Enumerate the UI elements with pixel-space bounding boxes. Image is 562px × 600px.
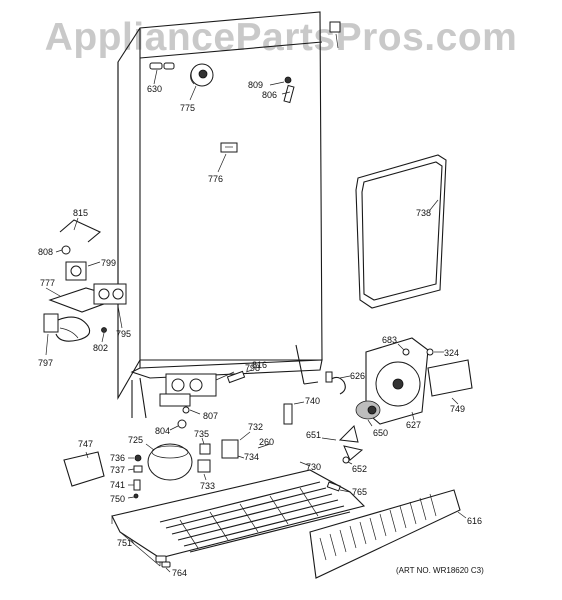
part-747-cover-icon xyxy=(63,451,105,487)
callout-683: 683 xyxy=(382,335,397,345)
part-324-icon xyxy=(426,348,444,356)
callout-764: 764 xyxy=(172,568,187,578)
part-732-relay-icon xyxy=(221,431,251,459)
callout-626: 626 xyxy=(350,371,365,381)
part-808-icon xyxy=(55,245,71,255)
callout-808: 808 xyxy=(38,247,53,257)
callout-737: 737 xyxy=(110,465,125,475)
callout-738: 738 xyxy=(416,208,431,218)
callout-740: 740 xyxy=(305,396,320,406)
callout-802: 802 xyxy=(93,343,108,353)
callout-765: 765 xyxy=(352,487,367,497)
part-804-icon xyxy=(169,419,187,431)
part-738-gasket-icon xyxy=(355,154,447,309)
cabinet-body xyxy=(117,11,323,419)
callout-815: 815 xyxy=(73,208,88,218)
callout-751: 751 xyxy=(117,538,132,548)
part-616-grille-icon xyxy=(309,489,467,579)
part-683-icon xyxy=(397,343,410,356)
part-735-icon xyxy=(199,437,211,455)
part-797-harness-icon xyxy=(43,313,91,356)
callout-630: 630 xyxy=(147,84,162,94)
callout-750: 750 xyxy=(110,494,125,504)
callout-650: 650 xyxy=(373,428,388,438)
callout-324: 324 xyxy=(444,348,459,358)
part-741-icon xyxy=(128,479,141,491)
callout-807: 807 xyxy=(203,411,218,421)
callout-651: 651 xyxy=(306,430,321,440)
part-740-icon xyxy=(283,401,305,425)
part-802-icon xyxy=(101,327,107,343)
callout-734: 734 xyxy=(244,452,259,462)
callout-736: 736 xyxy=(110,453,125,463)
part-776-icon xyxy=(217,142,238,173)
watermark-text: AppliancePartsPros.com xyxy=(45,16,518,59)
part-799-valve-icon xyxy=(65,261,101,281)
part-650-motor-icon xyxy=(355,400,381,427)
condenser-coil-icon xyxy=(159,481,351,553)
callout-730: 730 xyxy=(306,462,321,472)
part-806-icon xyxy=(269,21,341,104)
callout-741: 741 xyxy=(110,480,125,490)
callout-809: 809 xyxy=(248,80,263,90)
art-number: (ART NO. WR18620 C3) xyxy=(396,566,484,575)
part-626-icon xyxy=(325,371,351,395)
callout-749: 749 xyxy=(450,404,465,414)
part-775-icon xyxy=(189,63,214,101)
part-795-valve-icon xyxy=(93,283,127,329)
part-764-icon xyxy=(155,555,171,573)
callout-775: 775 xyxy=(180,103,195,113)
part-734-icon xyxy=(237,455,245,459)
part-751-base-pan-icon xyxy=(111,469,366,567)
part-815-icon xyxy=(59,217,102,243)
callout-806: 806 xyxy=(262,90,277,100)
callout-799: 799 xyxy=(101,258,116,268)
part-750-icon xyxy=(127,493,139,499)
part-749-cover-icon xyxy=(427,359,473,405)
part-651-fan-blade-icon xyxy=(321,425,364,461)
callout-816: 816 xyxy=(252,360,267,370)
callout-732: 732 xyxy=(248,422,263,432)
callout-747: 747 xyxy=(78,439,93,449)
part-652-icon xyxy=(342,456,353,465)
part-730-icon xyxy=(299,461,311,467)
part-260-condenser-icon xyxy=(257,443,271,449)
callout-798: 798 xyxy=(245,363,260,373)
callout-735: 735 xyxy=(194,429,209,439)
callout-777: 777 xyxy=(40,278,55,288)
callout-776: 776 xyxy=(208,174,223,184)
callout-260: 260 xyxy=(259,437,274,447)
callout-652: 652 xyxy=(352,464,367,474)
callout-616: 616 xyxy=(467,516,482,526)
part-733-icon xyxy=(197,459,211,481)
callout-795: 795 xyxy=(116,329,131,339)
part-798-valve-assembly-icon xyxy=(159,369,253,415)
callout-733: 733 xyxy=(200,481,215,491)
callout-804: 804 xyxy=(155,426,170,436)
part-725-compressor-icon xyxy=(145,443,193,481)
callout-627: 627 xyxy=(406,420,421,430)
part-630-icon xyxy=(149,62,175,85)
part-737-icon xyxy=(127,465,143,473)
part-736-icon xyxy=(128,454,142,462)
callout-725: 725 xyxy=(128,435,143,445)
callout-797: 797 xyxy=(38,358,53,368)
